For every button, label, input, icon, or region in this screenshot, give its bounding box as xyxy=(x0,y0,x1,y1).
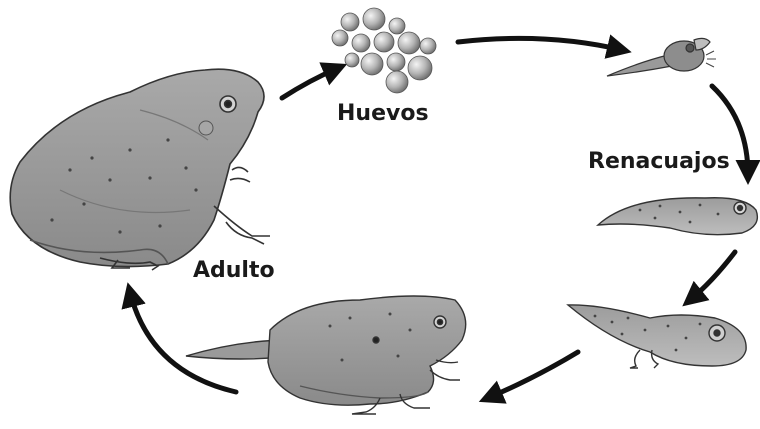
tadpole-with-legs xyxy=(568,305,746,368)
arrow-adult-to-eggs xyxy=(282,68,338,98)
froglet xyxy=(186,296,466,414)
adult-label: Adulto xyxy=(193,258,275,283)
adult-frog xyxy=(10,69,270,270)
hatchling-tadpole xyxy=(607,38,716,76)
arrow-tadpole-legs-to-froglet xyxy=(488,352,578,398)
tadpole xyxy=(598,198,757,235)
eggs-label: Huevos xyxy=(337,101,429,126)
tadpoles-label: Renacuajos xyxy=(588,149,730,174)
eggs-cluster xyxy=(332,8,436,93)
arrow-tadpole-to-tadpole-legs xyxy=(690,252,735,300)
arrow-eggs-to-tadpole-early xyxy=(458,38,622,50)
arrow-froglet-to-adult xyxy=(130,292,236,392)
